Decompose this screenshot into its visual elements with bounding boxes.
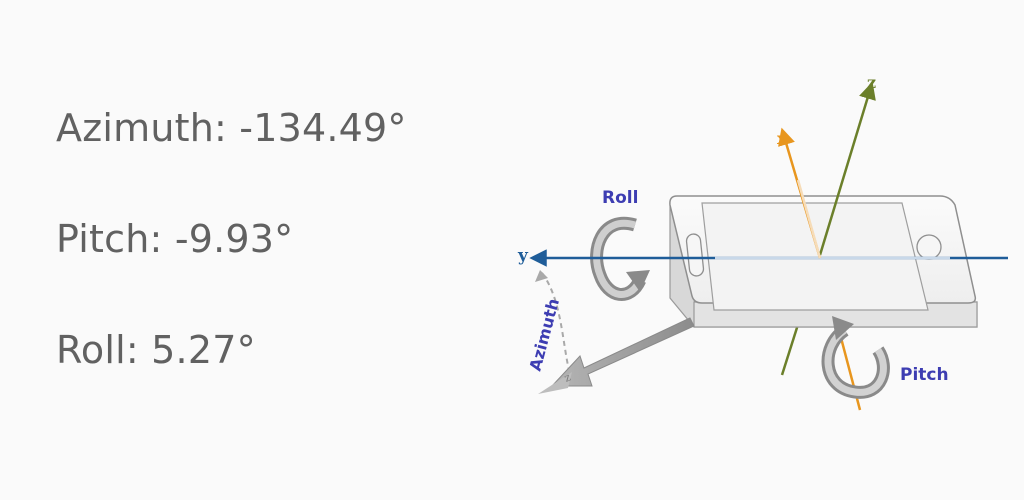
- y-axis-label: y: [517, 246, 529, 266]
- roll-reading: Roll: 5.27°: [56, 328, 256, 372]
- azimuth-rotation-path: [541, 272, 571, 376]
- pitch-rotation-label: Pitch: [900, 365, 949, 385]
- azimuth-arrow-icon: z: [538, 317, 695, 394]
- orientation-diagram: z z x y Roll Pitch Azimuth: [480, 50, 1024, 430]
- pitch-label: Pitch: [56, 217, 150, 261]
- pitch-value: -9.93°: [174, 217, 294, 261]
- roll-label: Roll: [56, 328, 126, 372]
- pitch-reading: Pitch: -9.93°: [56, 217, 294, 261]
- roll-value: 5.27°: [151, 328, 256, 372]
- orientation-readings: Azimuth: -134.49° Pitch: -9.93° Roll: 5.…: [56, 0, 476, 500]
- phone-icon: [669, 195, 978, 328]
- roll-rotation-label: Roll: [602, 188, 638, 208]
- x-axis-label: x: [777, 129, 787, 148]
- z-axis-upper: [818, 81, 876, 256]
- z-axis-label: z: [867, 73, 876, 92]
- azimuth-rotation-label: Azimuth: [526, 296, 564, 373]
- azimuth-label: Azimuth: [56, 106, 214, 150]
- orientation-diagram-svg: z z x y Roll Pitch Azimuth: [517, 73, 1008, 411]
- roll-rotation-icon: [590, 216, 650, 301]
- svg-text:z: z: [562, 370, 572, 384]
- azimuth-reading: Azimuth: -134.49°: [56, 106, 407, 150]
- x-axis-inside: [796, 179, 822, 259]
- azimuth-value: -134.49°: [239, 106, 407, 150]
- pitch-rotation-icon: [821, 316, 890, 399]
